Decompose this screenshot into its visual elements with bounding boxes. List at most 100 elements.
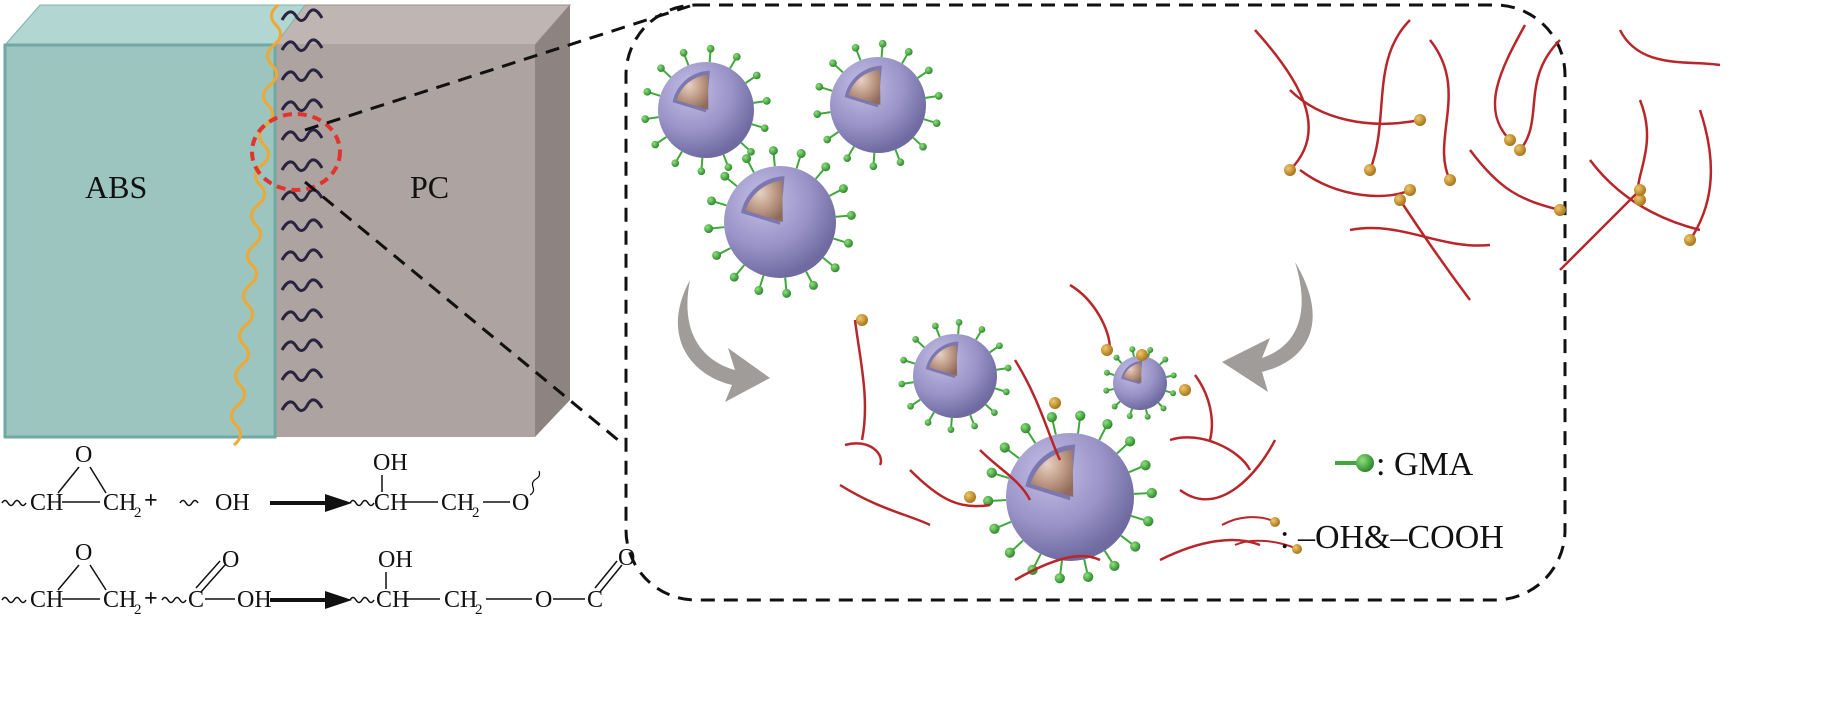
- gma-group: [707, 196, 717, 206]
- rubber-core: [745, 180, 783, 222]
- gma-group: [1143, 516, 1154, 527]
- gma-group: [1113, 354, 1120, 361]
- oh-cooh-end-group: [1414, 114, 1426, 126]
- svg-text:+: +: [144, 488, 158, 514]
- oh-cooh-end-group: [1284, 164, 1296, 176]
- oh-cooh-end-group: [1514, 144, 1526, 156]
- pc-chain: [280, 158, 324, 172]
- gma-group: [1170, 390, 1177, 397]
- gma-group: [1004, 364, 1012, 372]
- svg-text:C: C: [188, 587, 204, 613]
- gma-group: [1020, 423, 1031, 434]
- polymer-chain: [1179, 439, 1277, 501]
- gma-group: [869, 162, 878, 171]
- svg-text:OH: OH: [215, 490, 250, 516]
- oh-cooh-end-group: [856, 314, 868, 326]
- gma-group: [1103, 369, 1110, 376]
- gma-group: [912, 336, 919, 343]
- abs-label: ABS: [85, 169, 147, 205]
- gma-group: [1075, 410, 1086, 421]
- svg-text:O: O: [535, 587, 552, 613]
- gma-group: [704, 224, 714, 234]
- gma-group: [1126, 413, 1133, 420]
- svg-text:2: 2: [134, 505, 142, 521]
- gma-group: [732, 52, 741, 61]
- gma-group: [989, 523, 1000, 534]
- gma-group: [1162, 356, 1169, 363]
- core-shell-particle: [983, 410, 1157, 584]
- svg-text:CH: CH: [376, 587, 409, 613]
- gma-group: [821, 162, 831, 172]
- polymer-chains: [839, 19, 1721, 582]
- gma-group: [823, 135, 832, 144]
- polymer-chain: [1193, 374, 1214, 441]
- gma-group: [1083, 571, 1094, 583]
- polymer-chain: [1493, 24, 1527, 141]
- gma-group: [1124, 436, 1136, 447]
- oh-cooh-end-group: [1634, 194, 1646, 206]
- svg-text:OH: OH: [373, 450, 408, 476]
- gma-group: [907, 402, 914, 410]
- gma-group: [796, 149, 806, 159]
- oh-cooh-end-group: [1504, 134, 1516, 146]
- gma-group: [838, 184, 848, 194]
- reaction-epoxy-hydroxyl: CH CH2 O + OH CH OH CH2 O: [1, 442, 541, 521]
- svg-text:O: O: [618, 545, 635, 571]
- abs-chain: [230, 3, 282, 447]
- polymer-chain: [1169, 436, 1252, 471]
- legend-oh-cooh: : –OH&–COOH: [1221, 516, 1504, 556]
- gma-group: [900, 356, 908, 364]
- gma-group: [904, 47, 913, 56]
- gma-group: [724, 163, 733, 172]
- gma-group: [641, 115, 650, 123]
- rubber-core: [929, 345, 958, 376]
- arrow-right-icon: [1222, 262, 1313, 392]
- gma-group: [712, 250, 722, 260]
- polymer-chain: [1299, 168, 1411, 198]
- polymer-chain: [1289, 89, 1421, 125]
- reaction-epoxy-carboxyl: CH CH2 O + C O OH CH OH CH2 O C O: [1, 540, 635, 618]
- oh-cooh-end-group: [1364, 164, 1376, 176]
- pc-chain: [280, 8, 324, 22]
- core-shell-particle: [641, 44, 771, 176]
- gma-group: [1130, 541, 1141, 552]
- gma-group: [1111, 403, 1118, 410]
- svg-text:C: C: [587, 587, 603, 613]
- polymer-chain: [844, 442, 883, 466]
- polymer-chain: [1069, 283, 1112, 351]
- pc-chain: [280, 308, 324, 322]
- interface-highlight-circle: [250, 112, 342, 192]
- zoom-detail-frame: [624, 3, 1567, 602]
- legend-gma: : GMA: [1335, 446, 1474, 483]
- svg-text:CH: CH: [441, 490, 474, 516]
- gma-group: [657, 64, 665, 73]
- oh-cooh-legend-label: : –OH&–COOH: [1280, 519, 1504, 556]
- svg-text:CH: CH: [30, 587, 63, 613]
- gma-group: [1002, 388, 1010, 396]
- end-group-icon: [1292, 544, 1302, 554]
- gma-group: [932, 119, 941, 127]
- gma-group: [815, 83, 824, 91]
- svg-text:OH: OH: [237, 587, 272, 613]
- gma-group: [983, 495, 994, 507]
- gma-group: [1046, 411, 1057, 423]
- gma-group: [947, 426, 955, 433]
- gma-group: [919, 142, 927, 151]
- gma-group: [1102, 419, 1113, 430]
- oh-cooh-end-group: [1554, 204, 1566, 216]
- svg-text:CH: CH: [374, 490, 407, 516]
- gma-group: [999, 442, 1010, 453]
- gma-group: [955, 319, 963, 326]
- polymer-chain: [1254, 29, 1310, 171]
- gma-legend-label: : GMA: [1376, 446, 1474, 483]
- core-shell-particles: [641, 39, 1177, 584]
- polymer-chain: [979, 449, 1032, 501]
- gma-group: [830, 263, 840, 273]
- pc-chain: [280, 68, 324, 82]
- polymer-chain: [1398, 199, 1472, 301]
- gma-group: [934, 92, 943, 100]
- gma-group: [747, 147, 755, 156]
- core-shell-particle: [813, 39, 943, 171]
- pc-chain: [280, 128, 324, 142]
- gma-group: [1140, 460, 1151, 471]
